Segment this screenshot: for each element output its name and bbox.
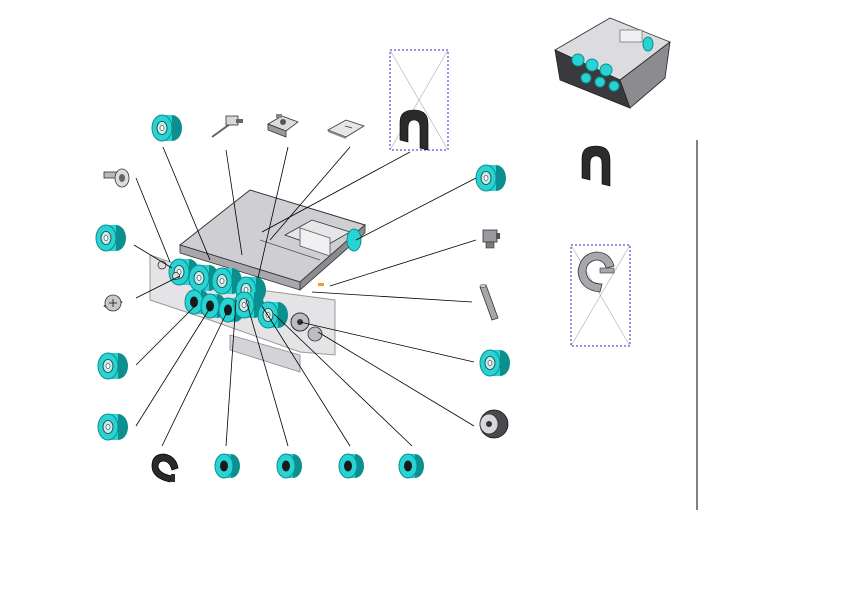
teal-gear-icon [479,349,511,377]
assembly-overview-icon [554,17,671,109]
guide-plate [327,119,365,139]
bushing-icon [276,453,303,479]
missing-image-icon [389,49,449,151]
screw-icon [103,294,123,312]
roller-right-top [475,164,507,192]
roller-left-mid [97,352,129,380]
sensor-right [482,229,500,249]
screw-left [103,294,123,312]
shaft-pin [479,284,499,321]
bushing-1 [214,453,241,479]
gear-right [479,349,511,377]
assembly-overview [554,17,671,109]
bushing-icon [338,453,365,479]
teal-roller-icon [97,352,129,380]
sensor-bracket [211,115,243,138]
sensor-bracket-icon [211,115,243,138]
plate-icon [327,119,365,139]
clip-legend [581,145,611,187]
sensor-icon [482,229,500,249]
e-ring-icon [151,453,179,483]
ring-legend-missing [570,244,631,347]
teal-roller-icon [475,164,507,192]
screw-top-left [103,168,130,188]
missing-image-icon [570,244,631,347]
e-ring [151,453,179,483]
sensor-holder-icon [267,114,299,138]
bushing-icon [398,453,425,479]
retaining-clip-missing [389,49,449,151]
clip-icon [581,145,611,187]
screw-icon [103,168,130,188]
roller-gear-top [151,114,183,142]
pin-icon [479,284,499,321]
sensor-holder [267,114,299,138]
motor [479,409,509,439]
teal-roller-icon [97,413,129,441]
teal-gear-icon [151,114,183,142]
bushing-icon [214,453,241,479]
bushing-2 [276,453,303,479]
leader-lines [133,146,477,447]
motor-icon [479,409,509,439]
main-assembly [149,189,367,373]
bushing-3 [338,453,365,479]
teal-roller-icon [95,224,127,252]
bushing-4 [398,453,425,479]
roller-left-upper [95,224,127,252]
roller-left-lower [97,413,129,441]
